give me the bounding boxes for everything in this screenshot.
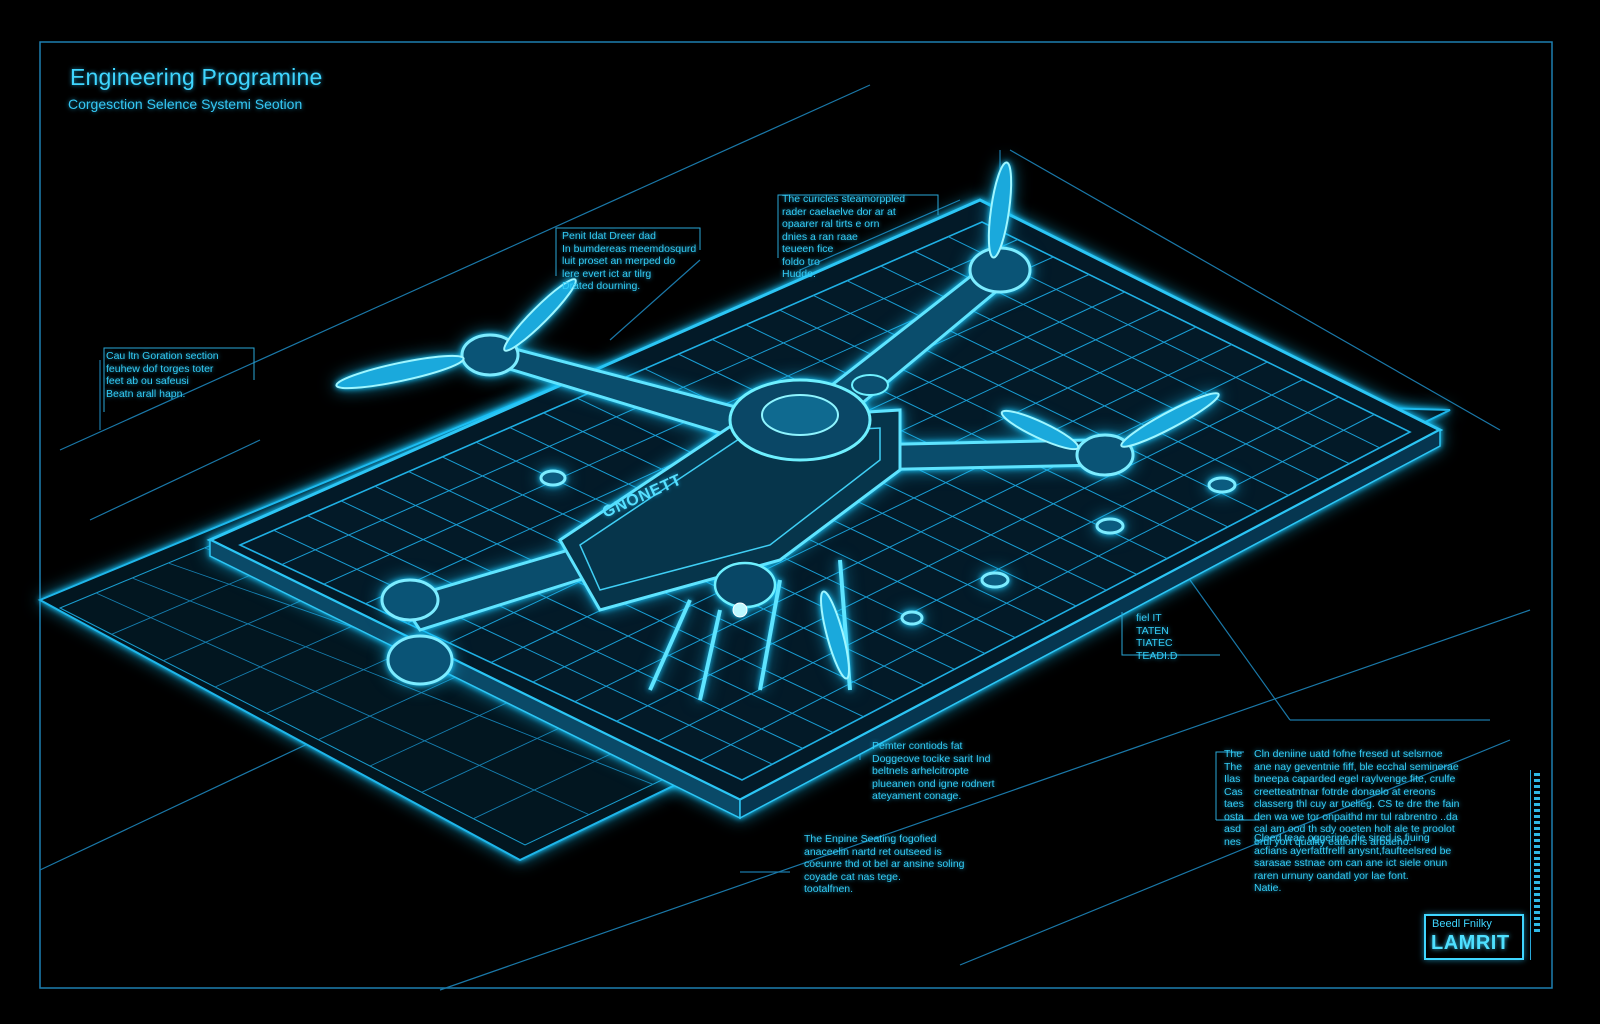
callout-bottom-right-side: The The Ilas Cas taes osta asd nes [1224, 748, 1244, 848]
motor-front-left-top [380, 578, 440, 622]
vertical-scale-marks [1530, 770, 1543, 960]
callout-top-center: Penit Idat Dreer dad In bumdereas meemdo… [562, 230, 697, 292]
callout-left: Cau ltn Goration section feuhew dof torg… [106, 350, 219, 400]
motor-front-right [1075, 433, 1135, 477]
landing-pads [539, 469, 1237, 626]
camera-gimbal [713, 561, 777, 609]
stamp-top-text: Beedl Fnilky [1432, 918, 1492, 930]
callout-leaders [103, 194, 1260, 821]
motor-back-left [460, 333, 520, 377]
callout-center-bottom: Pemter contiods fat Doggeove tocike sari… [872, 740, 995, 802]
page-title: Engineering Programine [70, 64, 323, 90]
drone-illustration [335, 161, 1220, 701]
page-subtitle: Corgesction Selence Systemi Seotion [68, 96, 303, 112]
motor-front-left [386, 634, 454, 686]
page-border [39, 41, 1553, 989]
callout-bottom-center: The Enpine Seating fogofied anaceelin na… [804, 833, 965, 895]
motor-back-right [968, 246, 1032, 294]
callout-bottom-right: Cln deniine uatd fofne fresed ut selsrno… [1254, 748, 1460, 848]
callout-top-right: The curicles steamorppled rader caelaelv… [782, 193, 906, 280]
callout-mid-right: fiel IT TATEN TIATEC TEADI.D [1136, 612, 1178, 662]
stamp-main-text: LAMRIT [1431, 932, 1510, 954]
construction-lines [39, 84, 1531, 991]
logo-stamp: Beedl Fnilky LAMRIT [1424, 914, 1524, 960]
callout-bottom-right-2: Cleed teae oggerine die sired is fiuing … [1254, 832, 1452, 894]
